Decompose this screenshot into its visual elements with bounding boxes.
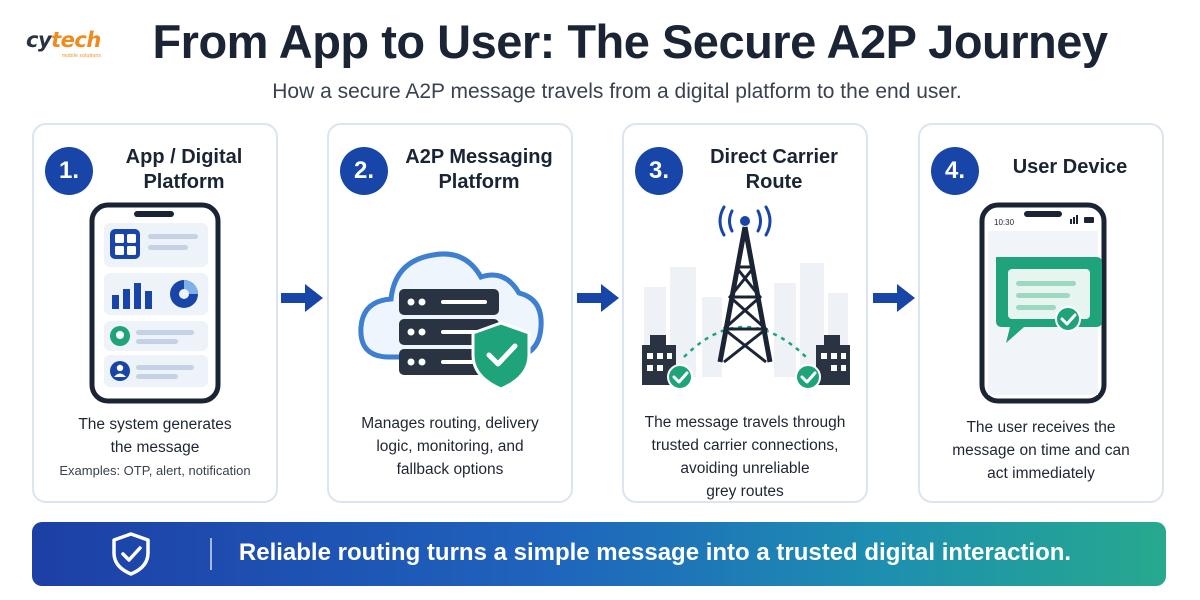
smartphone-dashboard-icon	[89, 202, 221, 404]
step-title: A2P Messaging Platform	[405, 146, 553, 193]
phone-time: 10:30	[994, 218, 1015, 227]
company-logo: cytech mobile solutions	[26, 28, 118, 62]
step-title: User Device	[1012, 156, 1128, 178]
logo-wordmark: cytech	[26, 28, 101, 52]
step-card-a2p-platform: 2. A2P Messaging Platform Manages routin…	[327, 123, 573, 503]
step-title: App / Digital Platform	[125, 146, 243, 193]
banner-message: Reliable routing turns a simple message …	[238, 539, 1072, 566]
page-subtitle: How a secure A2P message travels from a …	[272, 80, 962, 103]
arrow-right-icon	[577, 284, 619, 312]
step-number-badge: 1.	[45, 147, 93, 195]
cloud-server-shield-icon	[358, 251, 544, 391]
arrow-right-icon	[873, 284, 915, 312]
step-description: The message travels through trusted carr…	[644, 414, 846, 500]
step-card-app-platform: 1. App / Digital Platform Th	[32, 123, 278, 503]
step-title: Direct Carrier Route	[710, 146, 838, 193]
arrow-right-icon	[281, 284, 323, 312]
step-examples: Examples: OTP, alert, notification	[59, 463, 251, 478]
step-card-carrier-route: 3. Direct Carrier Route The mes	[622, 123, 868, 503]
step-number-badge: 2.	[340, 147, 388, 195]
step-number-badge: 3.	[635, 147, 683, 195]
step-description: The user receives the message on time an…	[952, 419, 1130, 482]
banner-divider	[210, 538, 212, 570]
summary-banner: Reliable routing turns a simple message …	[32, 522, 1166, 586]
logo-tagline: mobile solutions	[62, 53, 102, 59]
step-description: The system generates the message	[78, 416, 232, 456]
shield-check-icon	[112, 532, 150, 576]
page-title: From App to User: The Secure A2P Journey	[152, 15, 1108, 68]
cell-tower-icon	[642, 205, 850, 390]
step-description: Manages routing, delivery logic, monitor…	[361, 415, 539, 478]
step-card-user-device: 4. User Device 10:30 The user receives t…	[918, 123, 1164, 503]
smartphone-message-icon: 10:30	[979, 202, 1107, 404]
step-number-badge: 4.	[931, 147, 979, 195]
